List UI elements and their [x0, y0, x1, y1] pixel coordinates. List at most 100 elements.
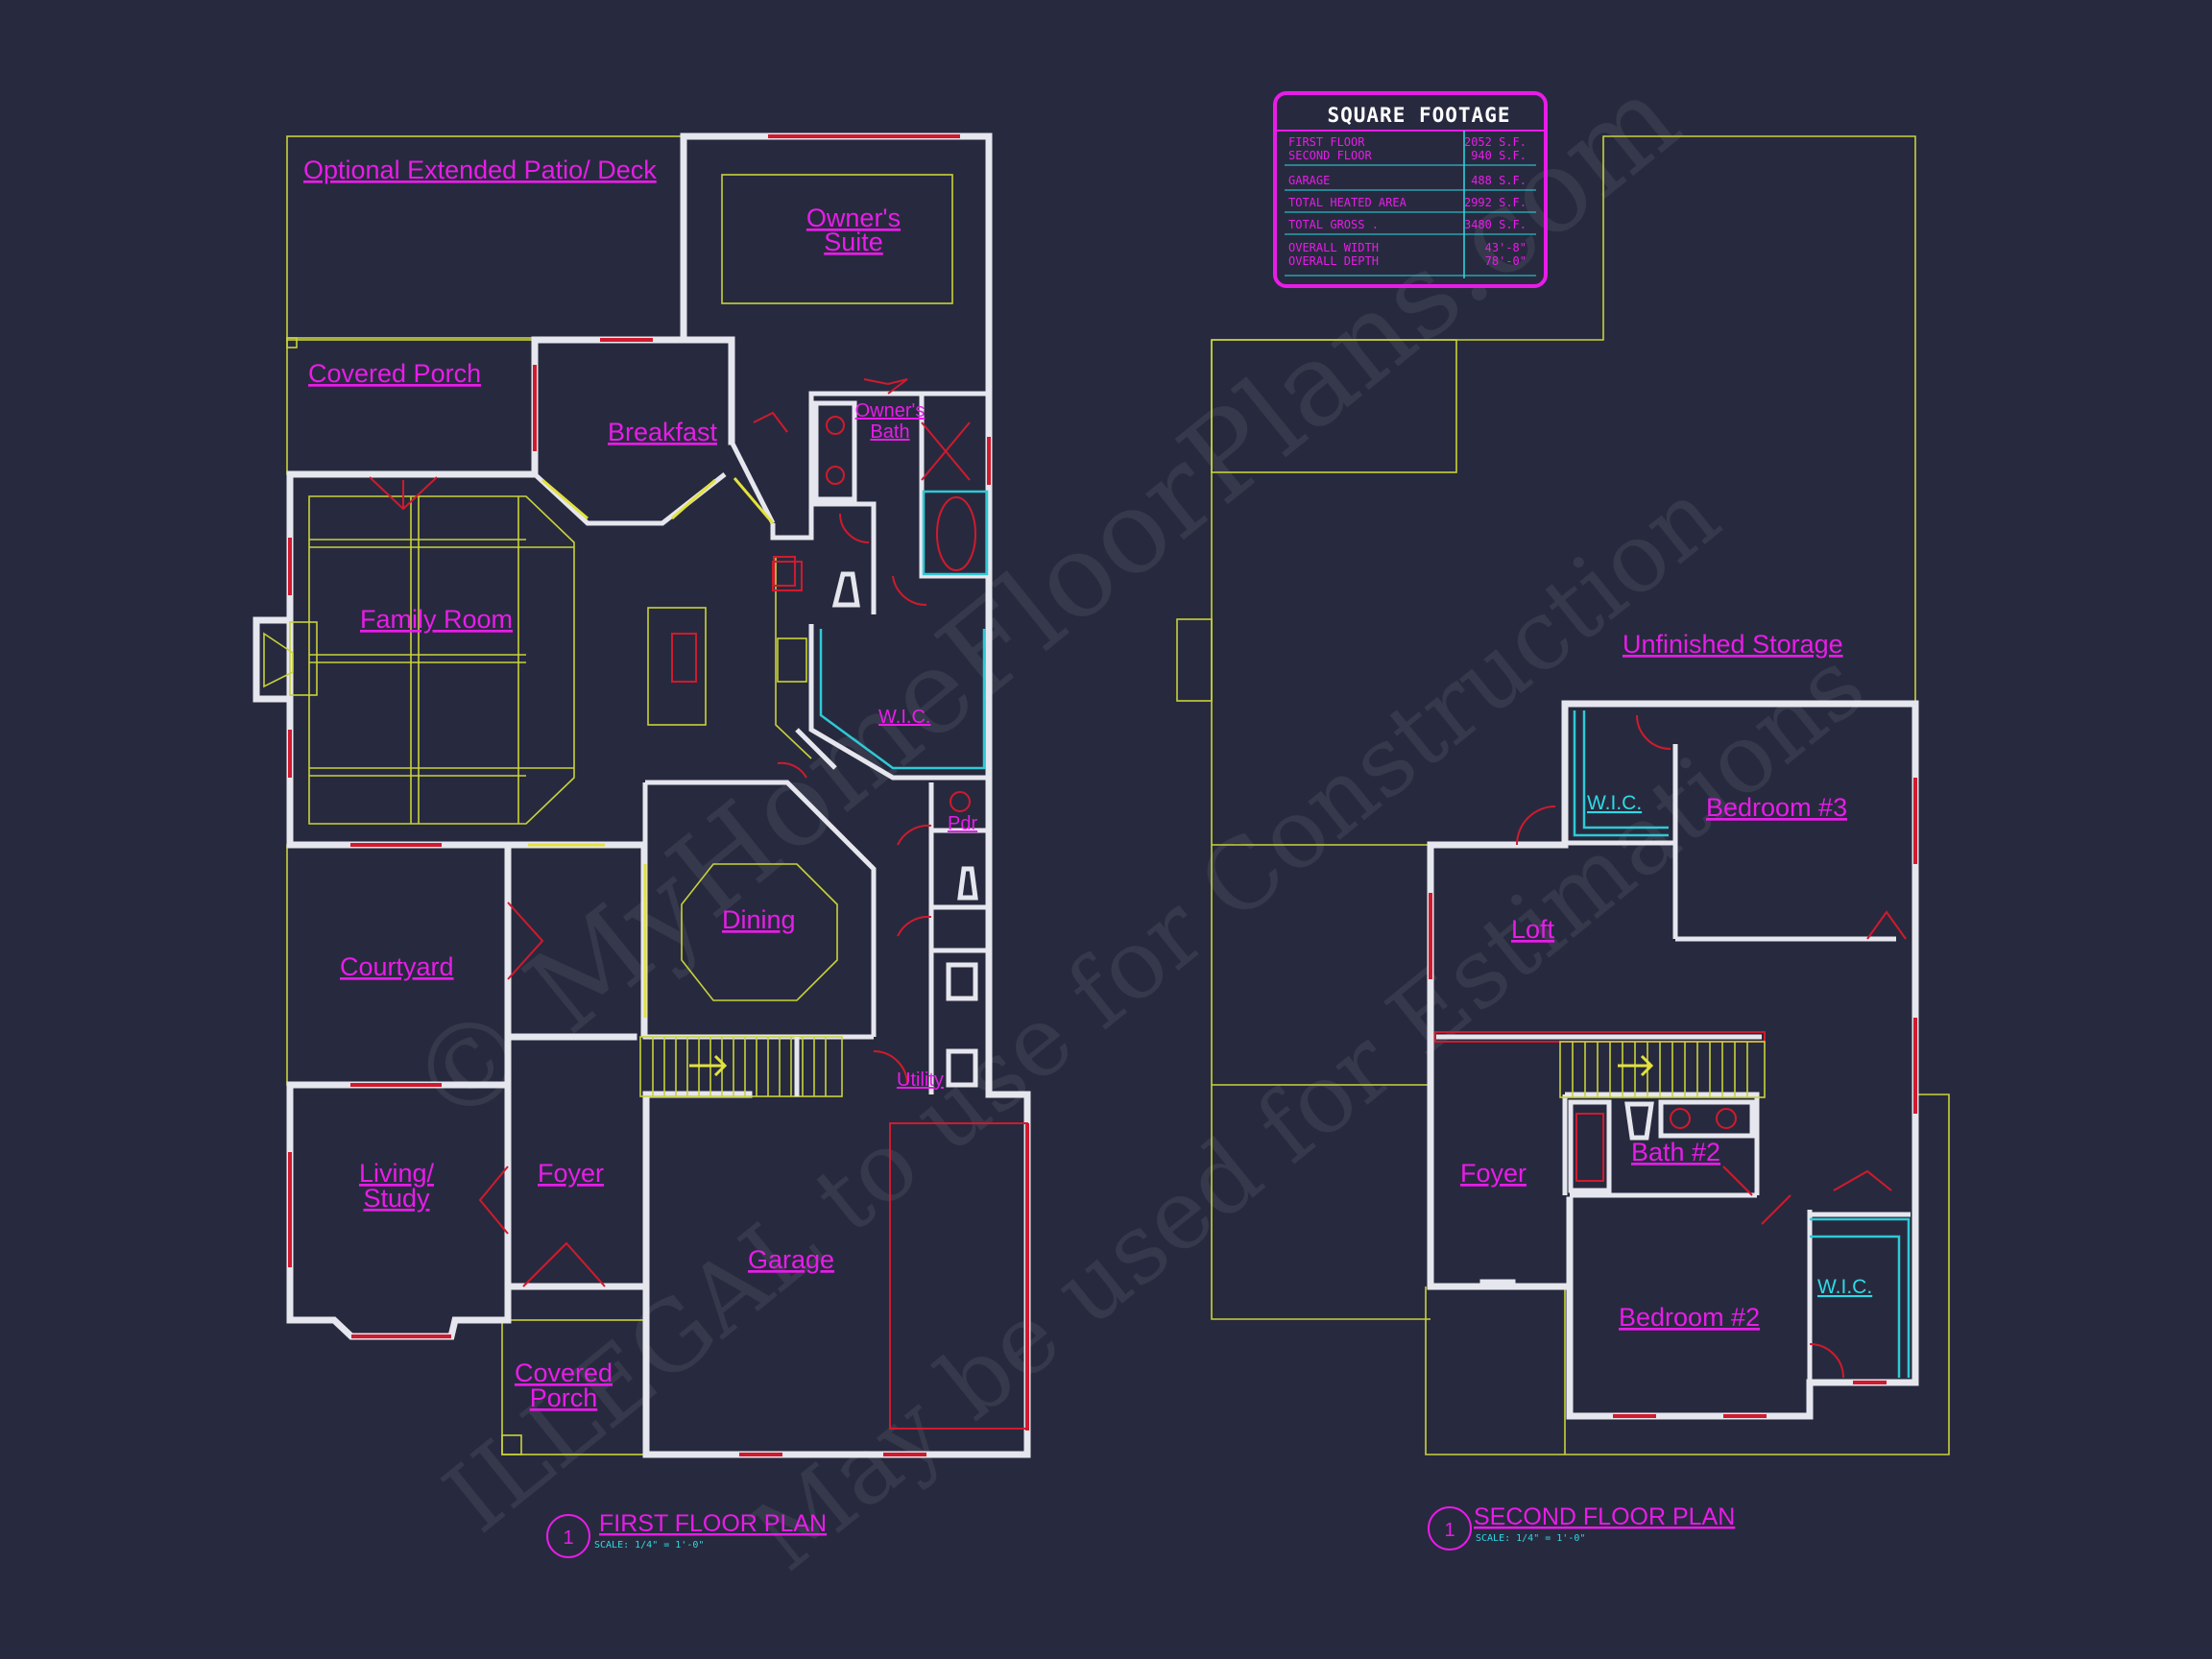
second-floor-stairs — [1434, 1031, 1766, 1098]
sqft-label-second-floor: SECOND FLOOR — [1288, 149, 1372, 162]
sqft-value-total-gross: 3480 S.F. — [1464, 218, 1527, 231]
room-label-family-room: Family Room — [360, 605, 513, 634]
living-door — [478, 1166, 509, 1235]
breakfast-door — [753, 411, 788, 433]
owners-suite-west-wall — [680, 132, 735, 344]
sqft-label-garage: GARAGE — [1288, 174, 1330, 187]
owners-bath-west-wall — [770, 391, 989, 541]
room-label-wic-bottom: W.I.C. — [1817, 1276, 1872, 1298]
room-label-courtyard: Courtyard — [340, 952, 454, 981]
sqft-value-garage: 488 S.F. — [1471, 174, 1527, 187]
wic-bottom-double-door — [1833, 1169, 1892, 1191]
owners-suite-bed-outline — [721, 174, 953, 304]
room-label-foyer: Foyer — [538, 1159, 604, 1188]
wic-shelving — [819, 629, 986, 770]
garage-roof-outline — [1425, 1094, 1950, 1455]
bath2-tub — [1568, 1099, 1612, 1193]
lower-roof-lines — [1212, 844, 1431, 1086]
bath2-sink-right-icon — [1716, 1108, 1737, 1129]
washer-icon — [946, 962, 978, 1001]
room-label-dining: Dining — [722, 905, 796, 934]
first-floor-title: FIRST FLOOR PLAN — [599, 1510, 827, 1537]
garage-walls — [642, 1091, 1031, 1458]
first-floor-plan: Optional Extended Patio/ Deck Owner's Su… — [252, 132, 1031, 1558]
bath2-walls — [1562, 1092, 1760, 1195]
first-floor-openings — [528, 843, 647, 1018]
sink-right-icon — [826, 466, 845, 485]
second-floor-title-bubble — [1428, 1506, 1472, 1551]
porch-post — [286, 337, 298, 349]
wic-bottom-shelving — [1810, 1217, 1911, 1378]
bath2-toilet-icon — [1624, 1101, 1654, 1141]
sqft-value-overall-width: 43'-8" — [1485, 241, 1527, 254]
wic-walls — [808, 624, 989, 781]
room-label-pdr: Pdr — [948, 813, 977, 834]
wic-top-door — [1516, 805, 1556, 846]
sqft-label-first-floor: FIRST FLOOR — [1288, 135, 1365, 149]
wic-top-shelving — [1573, 710, 1669, 837]
room-label-covered-porch-front-2: Porch — [530, 1383, 598, 1412]
second-floor-outline-top — [1212, 135, 1916, 704]
fireplace-ext — [289, 621, 318, 696]
bath2-sink-left-icon — [1670, 1108, 1691, 1129]
bedroom2-walls — [1570, 1192, 1911, 1382]
room-label-breakfast: Breakfast — [608, 418, 718, 446]
fireplace-hearth — [263, 632, 294, 688]
pdr-sink-icon — [950, 791, 971, 812]
sqft-label-overall-width: OVERALL WIDTH — [1288, 241, 1379, 254]
bath2-tub-inner — [1575, 1113, 1604, 1182]
room-label-living-1: Living/ — [359, 1159, 435, 1188]
bedroom3-door — [1866, 910, 1907, 940]
breakfast-east-angle — [729, 440, 776, 525]
bath2-door — [1722, 1166, 1753, 1196]
room-label-loft: Loft — [1511, 915, 1555, 944]
square-footage-title: SQUARE FOOTAGE — [1327, 104, 1510, 127]
room-label-garage: Garage — [748, 1245, 834, 1274]
toilet-icon — [831, 571, 860, 608]
pdr-walls — [931, 828, 989, 953]
dining-north-wall — [645, 780, 877, 1037]
sqft-label-total-heated: TOTAL HEATED AREA — [1288, 196, 1407, 209]
sqft-label-total-gross: TOTAL GROSS . — [1288, 218, 1379, 231]
room-label-owners-suite-2: Suite — [824, 228, 883, 256]
tub-wall — [919, 394, 989, 579]
second-floor-exterior-west — [1427, 700, 1569, 1290]
porch-roof-outline — [1211, 339, 1457, 473]
pdr-door — [897, 824, 932, 846]
room-label-living-2: Study — [363, 1184, 430, 1213]
cooktop-icon — [777, 637, 807, 683]
vanity-counter — [813, 400, 857, 502]
sink-left-icon — [826, 416, 845, 435]
toilet-door — [839, 513, 870, 543]
toilet-room-wall — [811, 501, 877, 614]
sqft-value-total-heated: 2992 S.F. — [1464, 196, 1527, 209]
room-label-covered-porch-front-1: Covered — [515, 1358, 613, 1387]
fireplace-box — [252, 616, 294, 703]
hall-door — [897, 915, 932, 937]
family-room-ceiling-grid — [308, 495, 575, 825]
tub-outline — [922, 490, 989, 576]
second-floor-title-number: 1 — [1444, 1520, 1455, 1541]
second-floor-plan: Unfinished Storage W.I.C. Bedroom #3 Lof… — [1176, 135, 1950, 1551]
kitchen-island — [647, 607, 707, 726]
bedroom2-door — [1761, 1194, 1791, 1225]
room-label-utility: Utility — [897, 1070, 944, 1091]
second-floor-windows — [1429, 778, 1917, 1418]
room-label-unfinished-storage: Unfinished Storage — [1623, 630, 1843, 659]
family-room-double-door — [369, 476, 438, 511]
front-entry-door — [522, 1241, 606, 1287]
room-label-bath2: Bath #2 — [1631, 1138, 1720, 1166]
room-label-owners-bath-2: Bath — [870, 421, 909, 443]
sqft-label-overall-depth: OVERALL DEPTH — [1288, 254, 1379, 268]
sqft-value-second-floor: 940 S.F. — [1471, 149, 1527, 162]
owners-suite-door — [863, 378, 908, 395]
kitchen-counter — [775, 557, 812, 759]
first-floor-title-number: 1 — [563, 1527, 573, 1549]
utility-door — [873, 1050, 908, 1086]
second-floor-scale: SCALE: 1/4" = 1'-0" — [1476, 1533, 1585, 1544]
kitchen-appliance — [773, 556, 796, 587]
pdr-toilet-icon — [957, 866, 978, 901]
wic-angle — [795, 728, 837, 770]
room-label-owners-bath-1: Owner's — [855, 400, 926, 421]
